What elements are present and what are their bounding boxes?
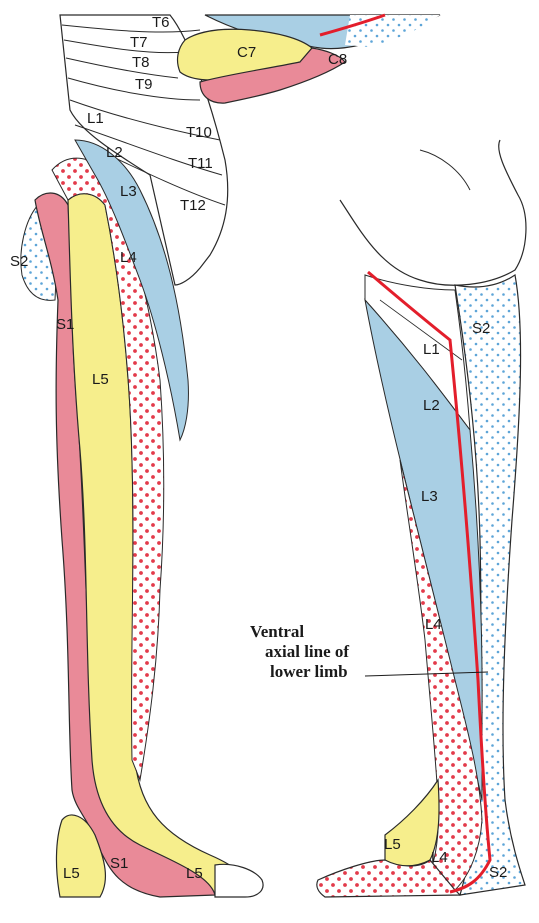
label-left-s1: S1	[56, 316, 74, 333]
label-right-l4: L4	[425, 616, 442, 633]
label-t10: T10	[186, 124, 212, 141]
label-t12: T12	[180, 197, 206, 214]
label-right-foot-s2: S2	[489, 864, 507, 881]
forearm-dots	[345, 15, 440, 47]
label-right-l1: L1	[423, 341, 440, 358]
left-leg-figure	[21, 15, 263, 897]
label-t11: T11	[188, 155, 213, 172]
label-t6: T6	[152, 14, 170, 31]
caption-line-2: axial line of	[265, 642, 349, 661]
label-left-s2: S2	[10, 253, 28, 270]
label-left-l5: L5	[92, 371, 109, 388]
label-right-l2: L2	[423, 397, 440, 414]
label-t9: T9	[135, 76, 153, 93]
label-foot-l5-b: L5	[186, 865, 203, 882]
axial-line-caption: Ventral axial line of lower limb	[250, 622, 349, 681]
label-left-l2: L2	[106, 144, 123, 161]
groin-curve	[420, 150, 470, 190]
label-right-l5: L5	[384, 836, 401, 853]
label-left-l3: L3	[120, 183, 137, 200]
label-left-l4: L4	[120, 249, 137, 266]
hand-figure	[178, 15, 440, 103]
label-c7: C7	[237, 44, 256, 61]
label-right-l3: L3	[421, 488, 438, 505]
label-left-l1: L1	[87, 110, 104, 127]
label-c8: C8	[328, 51, 347, 68]
label-t7: T7	[130, 34, 148, 51]
label-foot-l5-a: L5	[63, 865, 80, 882]
label-foot-s1: S1	[110, 855, 128, 872]
label-right-s2: S2	[472, 320, 490, 337]
buttock-outline	[340, 140, 526, 285]
caption-line-1: Ventral	[250, 622, 304, 641]
left-foot-toes	[215, 864, 263, 897]
label-right-foot-l4: L4	[431, 849, 448, 866]
caption-line-3: lower limb	[270, 662, 348, 681]
right-leg-figure	[317, 140, 526, 897]
label-t8: T8	[132, 54, 150, 71]
